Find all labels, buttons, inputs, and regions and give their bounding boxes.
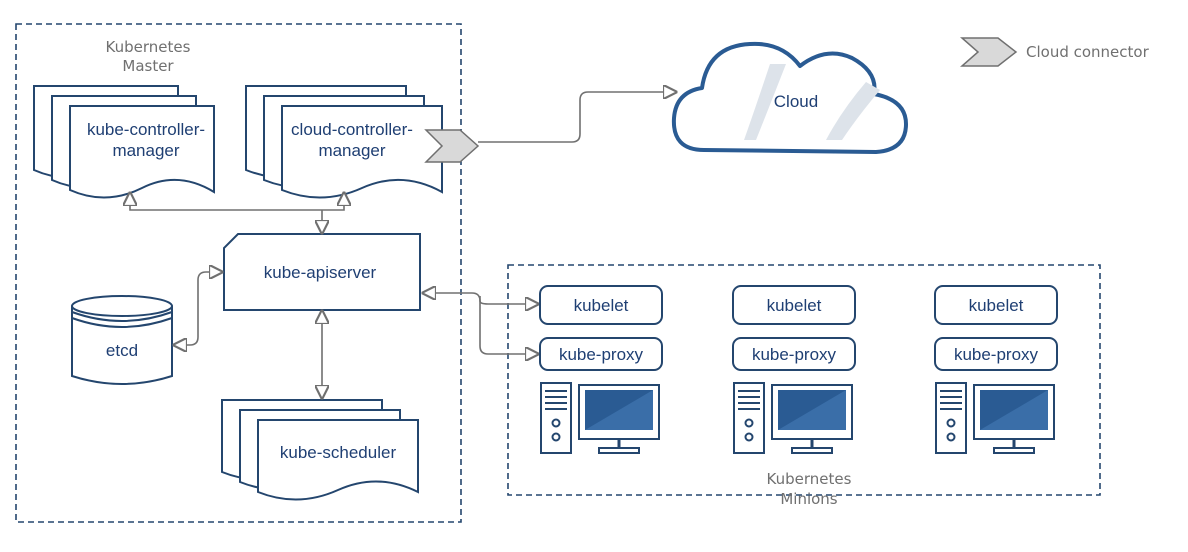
kube-controller-manager: kube-controller- manager — [33, 85, 215, 199]
connector-apiserver-proxy — [479, 296, 538, 354]
kcm-label-line1: kube-controller- — [87, 120, 205, 139]
legend: Cloud connector — [960, 37, 1150, 67]
cloud-controller-manager: cloud-controller- manager — [245, 85, 443, 199]
kube-proxy-label: kube-proxy — [954, 345, 1039, 364]
minion-node: kubelet kube-proxy — [732, 285, 856, 455]
minions-region — [507, 264, 1101, 496]
legend-cloud-connector-icon — [960, 37, 1018, 67]
kube-proxy-label: kube-proxy — [752, 345, 837, 364]
connector-kcm-ccm — [130, 193, 344, 211]
master-label-line2: Master — [122, 57, 174, 75]
ccm-label-line1: cloud-controller- — [291, 120, 413, 139]
computer-icon — [539, 381, 661, 455]
kcm-label-line2: manager — [112, 141, 179, 160]
kube-proxy-label: kube-proxy — [559, 345, 644, 364]
minions-label-line2: Minions — [780, 490, 837, 508]
ccm-label-line2: manager — [318, 141, 385, 160]
scheduler-label: kube-scheduler — [280, 443, 397, 462]
apiserver-label: kube-apiserver — [264, 263, 377, 282]
kubelet-label: kubelet — [767, 296, 822, 315]
kube-apiserver: kube-apiserver — [223, 233, 421, 311]
master-label-line1: Kubernetes — [106, 38, 191, 56]
computer-icon — [732, 381, 854, 455]
master-region — [15, 23, 462, 523]
minion-node: kubelet kube-proxy — [539, 285, 663, 455]
kubelet-label: kubelet — [574, 296, 629, 315]
connector-etcd-apiserver — [174, 272, 222, 345]
minions-label-line1: Kubernetes — [767, 470, 852, 488]
cloud-connector-icon — [424, 129, 480, 163]
etcd-label: etcd — [106, 341, 138, 360]
connector-ccm-cloud — [478, 92, 676, 143]
legend-cloud-connector-label: Cloud connector — [1026, 43, 1150, 61]
minion-node: kubelet kube-proxy — [934, 285, 1058, 455]
etcd-database: etcd — [71, 295, 173, 385]
kubelet-label: kubelet — [969, 296, 1024, 315]
kube-scheduler: kube-scheduler — [221, 399, 419, 501]
cloud-label: Cloud — [774, 92, 818, 111]
computer-icon — [934, 381, 1056, 455]
cloud-icon: Cloud — [671, 41, 908, 154]
